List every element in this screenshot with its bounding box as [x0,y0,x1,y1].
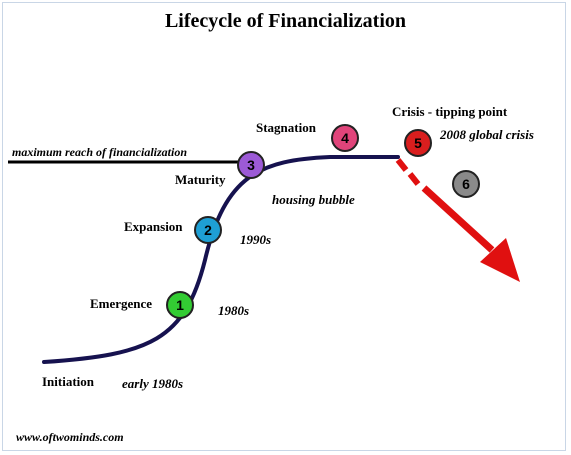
image-border [2,2,566,451]
svg-text:6: 6 [462,176,470,192]
svg-text:4: 4 [341,130,349,146]
stage-marker-5: 5 [404,129,432,157]
crisis-dash-1 [395,158,409,172]
max-reach-label: maximum reach of financialization [12,145,188,159]
stage-note-housing: housing bubble [272,192,355,207]
page-title: Lifecycle of Financialization [164,10,407,32]
stage-note-1980s: 1980s [218,303,250,318]
stage-label-initiation: Initiation [42,374,95,389]
crisis-arrow-head [480,238,520,282]
stage-note-initiation: early 1980s [122,376,184,391]
svg-text:3: 3 [247,157,255,173]
stage-marker-4: 4 [331,124,359,152]
stage-label-expansion: Expansion [124,219,183,234]
stage-label-maturity: Maturity [175,172,226,187]
stage-marker-2: 2 [194,216,222,244]
stage-note-crisis: 2008 global crisis [440,127,534,142]
crisis-dash-2 [407,172,421,186]
svg-text:1: 1 [176,297,184,313]
lifecycle-curve [42,155,400,364]
stage-label-stagnation: Stagnation [256,120,316,135]
stage-marker-1: 1 [166,291,194,319]
footer-source: www.oftwominds.com [16,430,124,444]
stage-note-1990s: 1990s [240,232,272,247]
stage-label-emergence: Emergence [90,296,153,311]
stage-label-crisis: Crisis - tipping point [392,104,508,119]
svg-text:2: 2 [204,222,212,238]
stage-marker-6: 6 [452,170,480,198]
svg-text:5: 5 [414,135,422,151]
crisis-arrow-shaft [421,185,495,253]
stage-marker-3: 3 [237,151,265,179]
